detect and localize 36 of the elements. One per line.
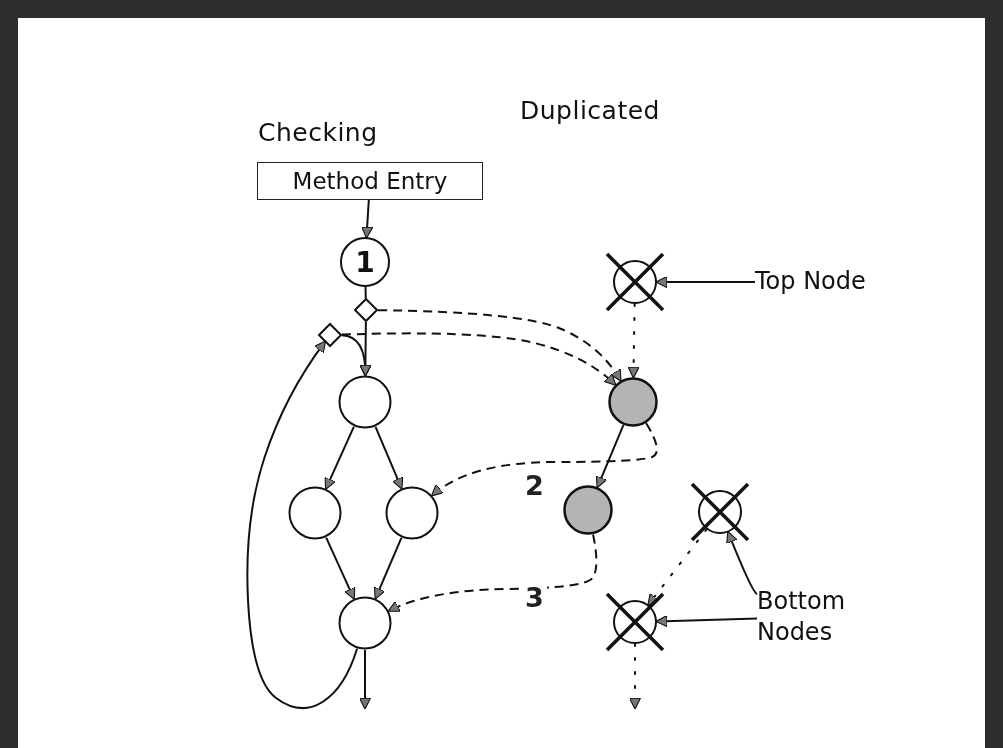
- arrow: [340, 334, 372, 377]
- column-heading: Checking: [258, 118, 378, 147]
- dashed-arrow: [376, 309, 622, 382]
- dashed-arrow: [340, 332, 617, 386]
- arrow: [595, 424, 625, 489]
- node-circle: [338, 596, 392, 650]
- annotation-text: Top Node: [755, 265, 905, 299]
- crossed-out-node: [690, 482, 750, 542]
- connector-line: [364, 286, 367, 300]
- node-circle: [288, 486, 342, 540]
- decision-diamond: [318, 323, 342, 347]
- arrow: [246, 340, 359, 710]
- arrow: [325, 536, 356, 600]
- dashed-arrow: [647, 528, 708, 606]
- dashed-arrow: [430, 422, 658, 497]
- dashed-arrow: [387, 533, 598, 613]
- column-heading: Duplicated: [520, 96, 660, 125]
- arrow: [361, 199, 374, 239]
- arrow: [373, 536, 403, 600]
- crossed-out-node: [605, 252, 665, 312]
- dashed-arrow: [627, 303, 640, 379]
- crossed-out-node: [605, 592, 665, 652]
- annotation-text: Bottom Nodes: [757, 579, 867, 655]
- decision-diamond: [354, 298, 378, 322]
- shaded-node: [563, 485, 613, 535]
- arrow: [324, 425, 355, 490]
- shaded-node: [608, 377, 658, 427]
- method-entry-box: Method Entry: [257, 162, 483, 200]
- pointer-arrow: [655, 615, 758, 628]
- arrow: [374, 425, 404, 490]
- node-circle: [338, 375, 392, 429]
- arrow: [358, 649, 372, 710]
- node-circle: [385, 486, 439, 540]
- dashed-arrow: [628, 643, 642, 710]
- pointer-arrow: [726, 530, 758, 596]
- pointer-arrow: [655, 275, 756, 289]
